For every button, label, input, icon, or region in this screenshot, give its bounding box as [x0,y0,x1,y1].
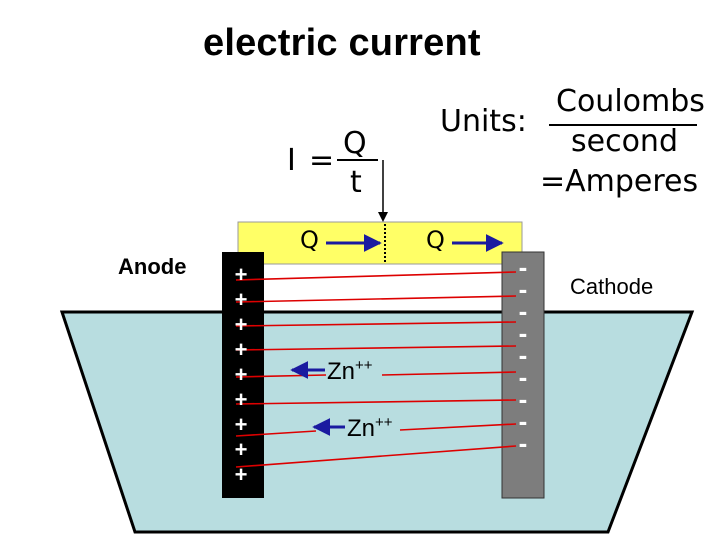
formula-lhs: I [287,143,296,178]
formula-numerator: Q [343,126,367,161]
cathode-label: Cathode [570,274,654,299]
anode-signs: +++++++++ [234,262,248,487]
units-denominator: second [571,124,678,159]
cathode-signs: --------- [518,252,528,458]
formula-equals: = [309,143,335,178]
units-label: Units: [440,104,527,139]
units-numerator: Coulombs [556,84,705,119]
formula-denominator: t [350,165,362,200]
page-title: electric current [203,22,481,64]
charge-label-2: Q [426,226,445,254]
ion-label-1: Zn++ [327,357,373,385]
anode-label: Anode [118,254,187,279]
ion-label-2: Zn++ [347,414,393,442]
formula-t-pointer-head [378,212,388,222]
anode-electrode [222,252,264,498]
field-lines [235,271,517,468]
charge-label-1: Q [300,226,319,254]
cathode-electrode [501,251,545,499]
units-result: =Amperes [540,164,699,199]
